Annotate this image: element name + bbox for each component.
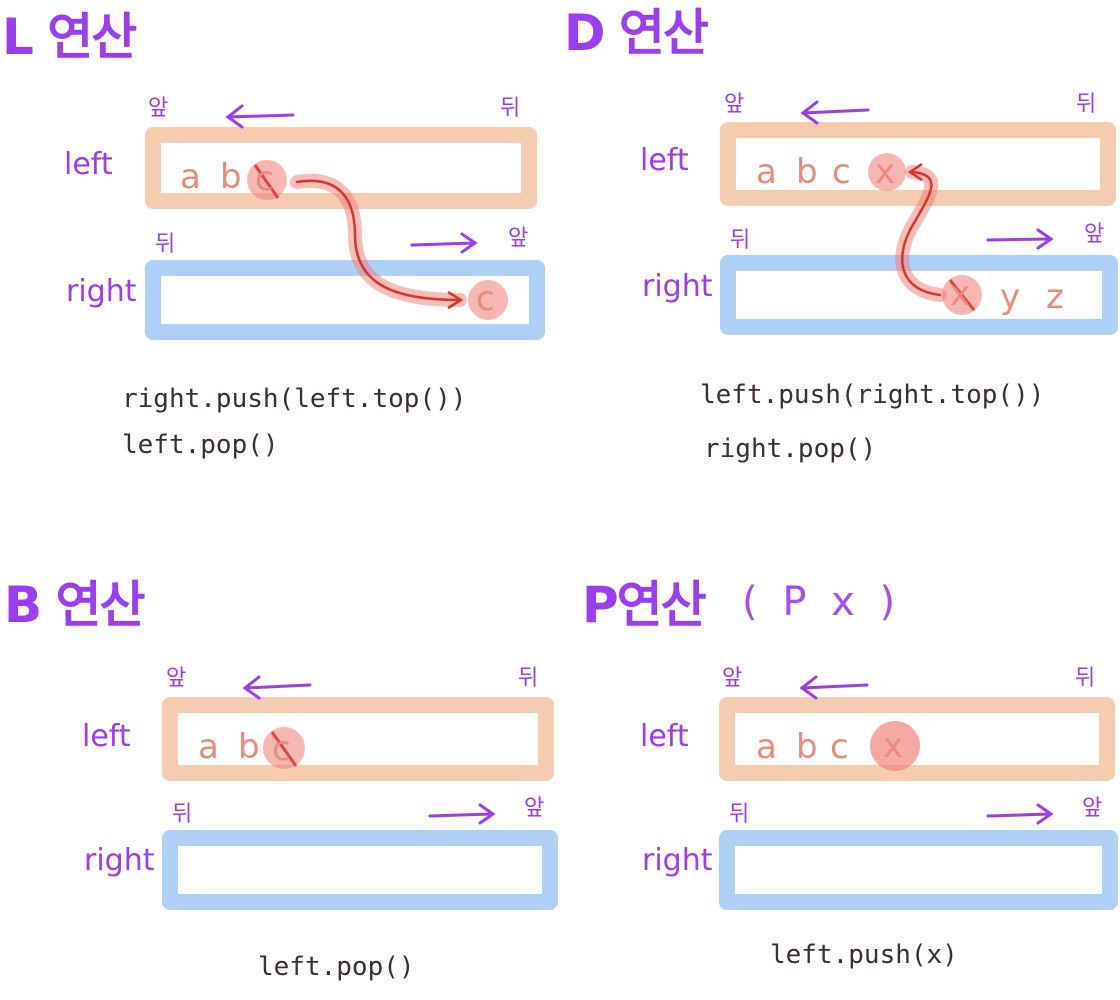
left-stack-box bbox=[162, 697, 554, 781]
left-char: a bbox=[180, 157, 201, 197]
left-direction-arrowhead bbox=[225, 104, 244, 129]
left-stack-label: left bbox=[82, 719, 131, 754]
left-direction-arrow bbox=[243, 683, 312, 690]
left-char: c bbox=[830, 727, 849, 767]
left-stack-label: left bbox=[64, 147, 113, 182]
front-label: 앞 bbox=[1082, 796, 1103, 821]
strike-mark bbox=[948, 279, 976, 311]
right-stack-box bbox=[720, 255, 1118, 335]
right-direction-arrow bbox=[428, 812, 494, 818]
back-label: 뒤 bbox=[172, 802, 193, 827]
strike-mark bbox=[253, 164, 280, 199]
right-stack-box bbox=[145, 260, 545, 340]
right-direction-arrowhead bbox=[1036, 803, 1054, 825]
right-stack-label: right bbox=[642, 843, 713, 878]
back-label: 뒤 bbox=[1076, 92, 1097, 117]
left-char: b bbox=[796, 152, 818, 192]
moved-element-highlight bbox=[468, 280, 508, 320]
left-char-removed: c bbox=[272, 729, 291, 769]
front-label: 앞 bbox=[1084, 222, 1105, 247]
move-path-arrowhead bbox=[907, 162, 923, 182]
left-direction-arrowhead bbox=[242, 675, 261, 700]
code-line: right.push(left.top()) bbox=[122, 384, 467, 414]
left-char: c bbox=[832, 152, 851, 192]
left-char: b bbox=[220, 157, 242, 197]
panel-title: D 연산 bbox=[564, 4, 709, 62]
left-char: b bbox=[238, 727, 260, 767]
code-line: left.pop() bbox=[122, 430, 279, 460]
code-line: left.pop() bbox=[258, 952, 415, 982]
left-stack-box bbox=[719, 697, 1115, 781]
front-label: 앞 bbox=[166, 666, 187, 691]
right-direction-arrowhead bbox=[1036, 228, 1054, 250]
right-direction-arrow bbox=[986, 237, 1052, 242]
code-line: left.push(x) bbox=[770, 940, 958, 970]
back-label: 뒤 bbox=[730, 228, 751, 253]
moved-element-highlight bbox=[868, 153, 906, 191]
right-direction-arrow bbox=[410, 241, 476, 247]
left-direction-arrowhead bbox=[800, 100, 819, 125]
left-stack-label: left bbox=[640, 719, 689, 754]
left-char: a bbox=[756, 152, 777, 192]
left-char: a bbox=[756, 727, 777, 767]
front-label: 앞 bbox=[148, 96, 169, 121]
back-label: 뒤 bbox=[155, 232, 176, 257]
left-direction-arrow bbox=[801, 108, 870, 115]
right-direction-arrow bbox=[986, 812, 1052, 818]
panel-title-argument: ( P x ) bbox=[742, 579, 902, 625]
left-direction-arrowhead bbox=[799, 675, 818, 700]
left-char-pushed: x bbox=[875, 152, 896, 192]
right-stack-box bbox=[162, 830, 558, 910]
right-direction-arrowhead bbox=[460, 232, 478, 254]
right-char: y bbox=[1000, 277, 1021, 317]
right-stack-label: right bbox=[642, 269, 713, 304]
back-label: 뒤 bbox=[500, 96, 521, 121]
left-char: a bbox=[198, 727, 219, 767]
move-path-arrowhead bbox=[447, 290, 464, 310]
left-char-removed: c bbox=[255, 159, 274, 199]
front-label: 앞 bbox=[722, 666, 743, 691]
right-char-removed: x bbox=[950, 274, 971, 314]
left-char-pushed: x bbox=[883, 726, 904, 766]
left-stack-box bbox=[720, 122, 1116, 206]
code-line: right.pop() bbox=[704, 434, 877, 464]
code-line: left.push(right.top()) bbox=[700, 380, 1045, 410]
panel-title: L 연산 bbox=[2, 8, 137, 66]
front-label: 앞 bbox=[508, 226, 529, 251]
right-stack-box bbox=[719, 830, 1118, 910]
panel-title: P연산 bbox=[582, 576, 707, 634]
move-path-arrow bbox=[295, 179, 462, 302]
pushed-element-highlight bbox=[870, 721, 920, 771]
left-direction-arrow bbox=[800, 683, 869, 690]
back-label: 뒤 bbox=[1075, 666, 1096, 691]
back-label: 뒤 bbox=[729, 802, 750, 827]
right-stack-label: right bbox=[66, 274, 137, 309]
right-char: c bbox=[476, 279, 495, 319]
right-stack-label: right bbox=[84, 843, 155, 878]
right-char: z bbox=[1046, 277, 1064, 317]
back-label: 뒤 bbox=[518, 666, 539, 691]
left-direction-arrow bbox=[226, 113, 295, 119]
front-label: 앞 bbox=[724, 92, 745, 117]
front-label: 앞 bbox=[524, 796, 545, 821]
right-direction-arrowhead bbox=[478, 803, 496, 825]
move-path-arrow bbox=[901, 170, 942, 297]
strike-mark bbox=[270, 731, 298, 767]
panel-title: B 연산 bbox=[4, 576, 146, 634]
left-stack-label: left bbox=[640, 143, 689, 178]
left-char: b bbox=[796, 727, 818, 767]
